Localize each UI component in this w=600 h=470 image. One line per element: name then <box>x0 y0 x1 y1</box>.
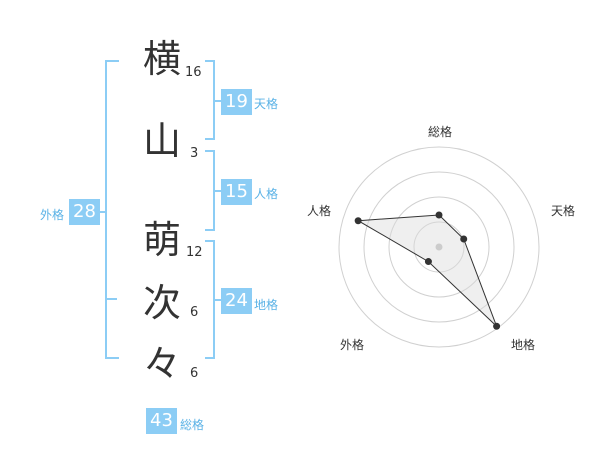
radar-label-jinkaku: 人格 <box>307 204 332 218</box>
gaikaku-bracket <box>105 60 119 359</box>
radar-label-chikaku: 地格 <box>511 338 536 352</box>
radar-point-1 <box>460 235 468 243</box>
character-1: 横 <box>142 37 181 81</box>
jinkaku-bracket-tick <box>215 190 221 192</box>
stroke-count-5: 6 <box>190 366 199 381</box>
radar-point-2 <box>493 322 501 330</box>
radar-point-3 <box>424 258 432 266</box>
character-3: 萌 <box>142 218 181 262</box>
tenkaku-value: 19 <box>221 89 252 115</box>
gaikaku-label: 外格 <box>40 208 65 222</box>
character-2: 山 <box>142 119 181 163</box>
chikaku-label: 地格 <box>254 298 279 312</box>
stroke-count-3: 12 <box>186 245 203 260</box>
chikaku-bracket-tick <box>215 299 221 301</box>
gaikaku-bracket-inner <box>105 298 117 300</box>
character-5: 々 <box>142 342 181 386</box>
radar-point-0 <box>435 211 443 219</box>
tenkaku-bracket <box>205 60 215 140</box>
character-4: 次 <box>142 281 181 325</box>
jinkaku-bracket <box>205 150 215 231</box>
tenkaku-bracket-tick <box>215 100 221 102</box>
stroke-count-2: 3 <box>190 146 199 161</box>
chikaku-value: 24 <box>221 288 252 314</box>
stroke-count-1: 16 <box>185 65 202 80</box>
radar-ring <box>338 146 540 348</box>
tenkaku-label: 天格 <box>254 97 279 111</box>
radar-center <box>435 243 443 251</box>
radar-point-4 <box>354 217 362 225</box>
jinkaku-label: 人格 <box>254 187 279 201</box>
radar-label-soukaku: 総格 <box>428 125 453 139</box>
gaikaku-value: 28 <box>69 199 100 225</box>
jinkaku-value: 15 <box>221 179 252 205</box>
radar-polygon <box>356 214 498 327</box>
chikaku-bracket <box>205 240 215 359</box>
stroke-count-4: 6 <box>190 305 199 320</box>
radar-ring <box>388 196 490 298</box>
radar-ring <box>363 171 515 323</box>
radar-label-tenkaku: 天格 <box>551 204 576 218</box>
soukaku-label: 総格 <box>180 418 205 432</box>
soukaku-value: 43 <box>146 408 177 434</box>
radar-label-gaikaku: 外格 <box>340 338 365 352</box>
